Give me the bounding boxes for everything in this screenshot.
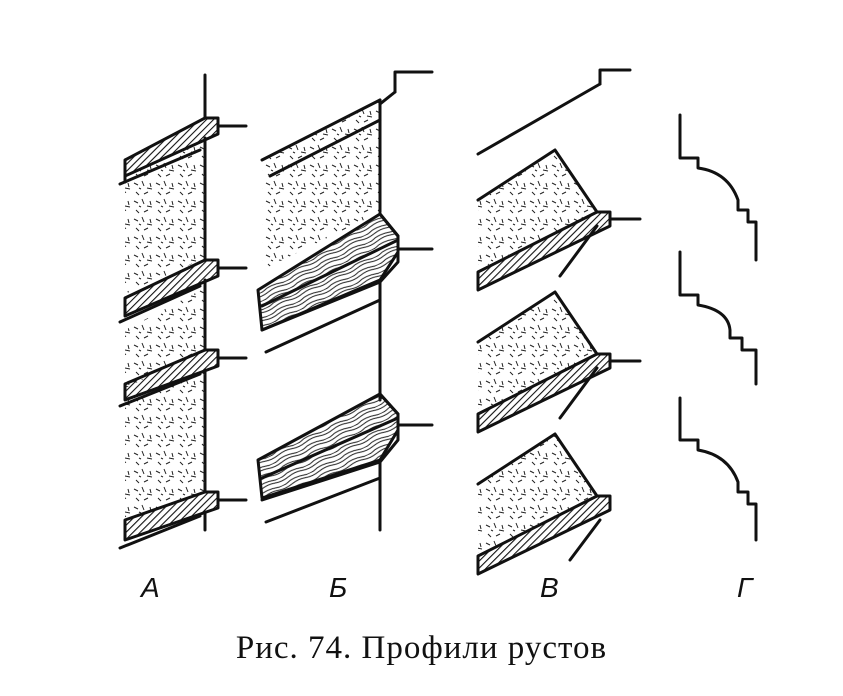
- profile-label-a: А: [141, 572, 160, 603]
- profile-label-g: Г: [737, 572, 753, 603]
- profile-b: [256, 70, 434, 532]
- profile-a: [118, 73, 248, 550]
- figure-caption: Рис. 74. Профили рустов: [235, 630, 608, 666]
- profile-label-v: В: [540, 572, 559, 603]
- profile-v: [476, 68, 642, 576]
- profile-g: [678, 113, 758, 542]
- profile-label-b: Б: [329, 572, 348, 603]
